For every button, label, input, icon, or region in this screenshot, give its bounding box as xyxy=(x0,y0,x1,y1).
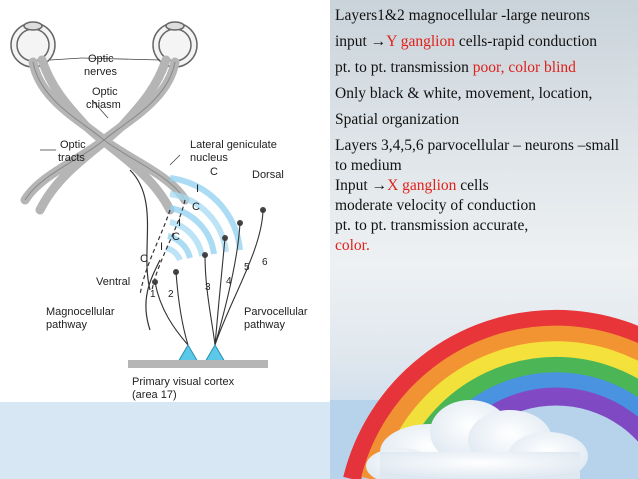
label-lgn-2: nucleus xyxy=(190,152,228,164)
label-magno-2: pathway xyxy=(46,319,87,331)
text-p8-content: moderate velocity of conduction xyxy=(335,197,537,214)
label-cortex-1: Primary visual cortex xyxy=(132,376,235,388)
visual-pathway-diagram: Optic nerves Optic chiasm Optic tracts L… xyxy=(0,0,330,402)
text-p1: Layers1&2 magnocellular -large neurons xyxy=(335,6,625,26)
text-p6: Layers 3,4,5,6 parvocellular – neurons –… xyxy=(335,136,625,176)
text-p7-highlight: X ganglion xyxy=(387,177,457,194)
label-ventral: Ventral xyxy=(96,276,130,288)
text-p9-content: pt. to pt. transmission accurate, xyxy=(335,217,529,234)
optic-nerve-outline xyxy=(24,61,186,201)
text-p3-pre: pt. to pt. transmission xyxy=(335,59,473,76)
text-p4-content: Only black & white, movement, location, xyxy=(335,85,593,102)
text-p3: pt. to pt. transmission poor, color blin… xyxy=(335,58,625,78)
label-optic-nerves-1: Optic xyxy=(88,53,114,65)
label-optic-chiasm-2: chiasm xyxy=(86,99,121,111)
text-p2-highlight: Y ganglion xyxy=(386,33,455,50)
cloud xyxy=(366,400,588,479)
text-p9: pt. to pt. transmission accurate, xyxy=(335,216,625,236)
rainbow-band-orange xyxy=(361,325,638,479)
label-i-1: I xyxy=(196,183,199,195)
text-p2-pre: input → xyxy=(335,33,387,50)
rainbow-band-yellow xyxy=(379,341,638,479)
label-magno-1: Magnocellular xyxy=(46,306,115,318)
text-p10-content: color. xyxy=(335,237,370,254)
text-p1-content: Layers1&2 magnocellular -large neurons xyxy=(335,7,590,24)
label-i-2: I xyxy=(178,217,181,229)
label-layer-2: 2 xyxy=(168,289,174,300)
text-p5: Spatial organization xyxy=(335,110,625,130)
text-p10: color. xyxy=(335,236,625,256)
text-p3-highlight: poor, color blind xyxy=(472,59,576,76)
text-p4: Only black & white, movement, location, xyxy=(335,84,625,104)
label-parvo-2: pathway xyxy=(244,319,285,331)
label-layer-4: 4 xyxy=(226,276,232,287)
text-p8: moderate velocity of conduction xyxy=(335,196,625,216)
optic-nerves xyxy=(20,55,190,215)
text-p6-content: Layers 3,4,5,6 parvocellular – neurons –… xyxy=(335,137,620,174)
label-optic-nerves-2: nerves xyxy=(84,66,118,78)
label-optic-chiasm-1: Optic xyxy=(92,86,118,98)
label-layer-6: 6 xyxy=(262,257,268,268)
text-p7: Input →X ganglion cells xyxy=(335,176,625,196)
label-layer-3: 3 xyxy=(205,282,211,293)
label-optic-tracts-1: Optic xyxy=(60,139,86,151)
text-p2-post: cells-rapid conduction xyxy=(455,33,598,50)
label-parvo-1: Parvocellular xyxy=(244,306,308,318)
label-layer-1: 1 xyxy=(150,289,156,300)
rainbow-band-red xyxy=(343,309,638,479)
label-c-2: C xyxy=(192,201,200,213)
label-i-3: I xyxy=(160,241,163,253)
label-optic-tracts-2: tracts xyxy=(58,152,85,164)
label-lgn-1: Lateral geniculate xyxy=(190,139,277,151)
text-p5-content: Spatial organization xyxy=(335,111,460,128)
text-p7-post: cells xyxy=(456,177,489,194)
label-dorsal: Dorsal xyxy=(252,169,284,181)
cortex-bar xyxy=(128,360,268,368)
slide-text: Layers1&2 magnocellular -large neurons i… xyxy=(335,6,625,256)
label-layer-5: 5 xyxy=(244,262,250,273)
text-p2: input →Y ganglion cells-rapid conduction xyxy=(335,32,625,52)
label-c-1: C xyxy=(210,166,218,178)
label-c-3: C xyxy=(172,231,180,243)
text-p7-pre: Input → xyxy=(335,177,388,194)
label-cortex-2: (area 17) xyxy=(132,389,177,401)
cortex-cells xyxy=(177,344,226,363)
label-c-4: C xyxy=(140,253,148,265)
